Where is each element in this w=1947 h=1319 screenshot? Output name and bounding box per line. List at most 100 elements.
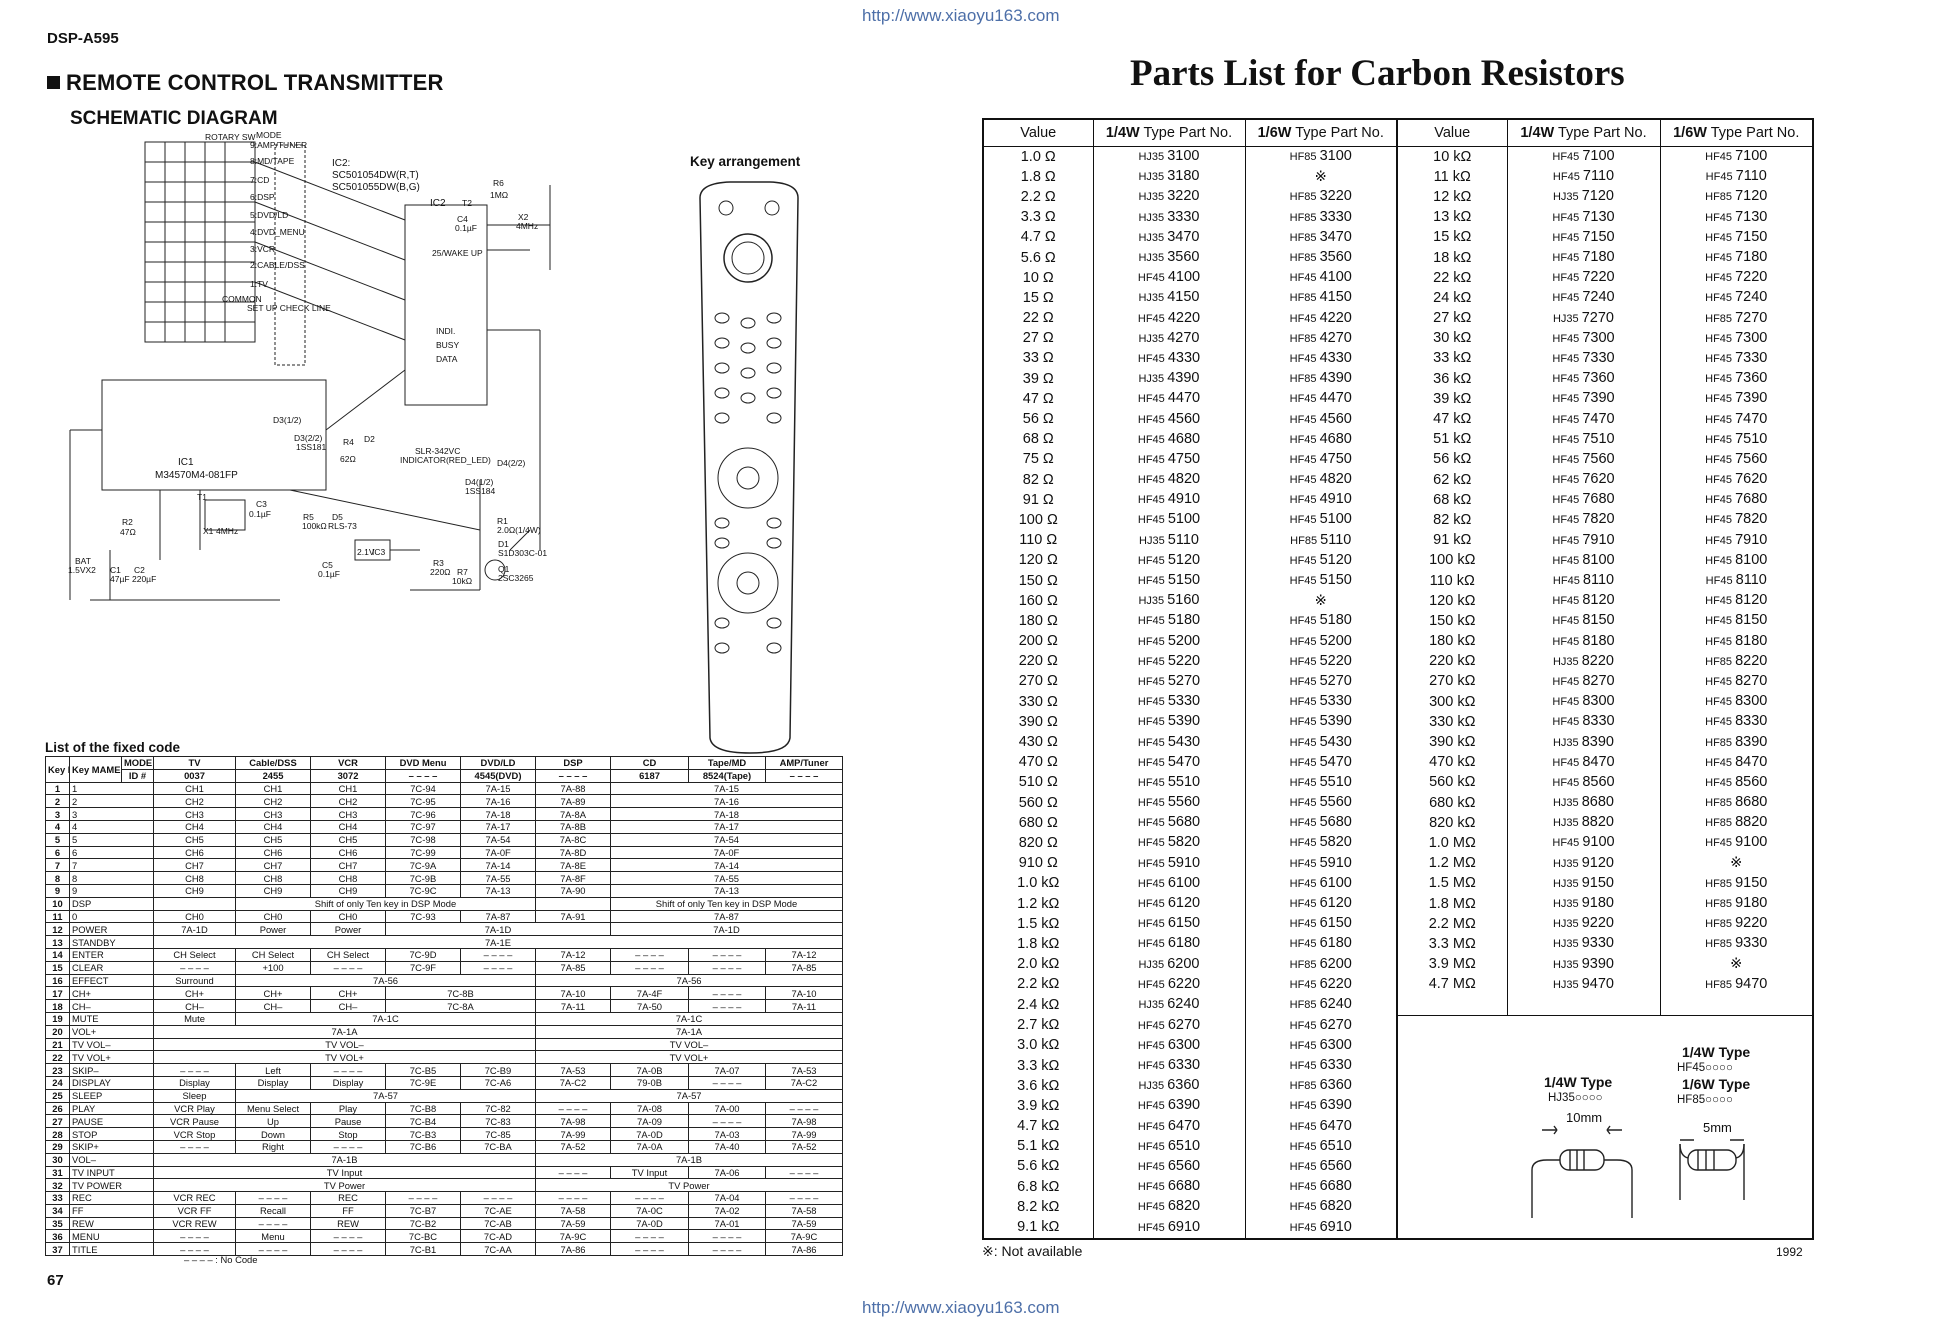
fixed-code-cell: 6 xyxy=(45,845,70,860)
r7-label: R7 xyxy=(457,567,468,577)
ic1-label: IC1 xyxy=(178,457,194,468)
parts-cell xyxy=(1506,994,1661,1016)
fixed-code-cell: 7A-18 xyxy=(610,807,843,821)
parts-cell: 100 Ω xyxy=(982,510,1094,531)
parts-cell: HF45 4330 xyxy=(1244,348,1398,370)
fixed-code-cell: CH– xyxy=(235,999,311,1013)
fixed-code-cell: CH5 xyxy=(235,832,311,847)
fixed-code-cell: – – – – xyxy=(610,960,689,975)
parts-cell: HF45 8110 xyxy=(1659,570,1814,592)
parts-cell: HF45 8180 xyxy=(1659,631,1814,652)
parts-cell: HJ35 9180 xyxy=(1506,893,1661,915)
fixed-code-cell: 7A-98 xyxy=(765,1114,843,1129)
parts-cell: 22 Ω xyxy=(982,308,1094,329)
fixed-code-cell: 22 xyxy=(45,1050,70,1065)
fixed-code-cell: CH4 xyxy=(310,819,386,834)
r1-value: 2.0Ω(1/4W) xyxy=(497,525,541,535)
parts-cell: 5.1 kΩ xyxy=(982,1136,1094,1157)
parts-cell: 100 kΩ xyxy=(1396,550,1508,571)
fixed-code-cell: 1 xyxy=(69,781,154,796)
parts-cell: HJ35 5110 xyxy=(1092,530,1246,551)
parts-cell: 2.0 kΩ xyxy=(982,954,1094,975)
fixed-code-cell: 7C-9F xyxy=(385,960,461,975)
fixed-code-cell: CH7 xyxy=(310,858,386,873)
parts-cell: HF45 8470 xyxy=(1659,752,1814,773)
fixed-code-cell: 2 xyxy=(69,794,154,809)
fixed-code-cell: – – – – xyxy=(310,1242,386,1257)
fixed-code-cell: 26 xyxy=(45,1101,70,1116)
fixed-code-cell: 7C-AB xyxy=(460,1216,536,1231)
fixed-code-cell: 3 xyxy=(45,807,70,821)
parts-cell: 1.0 MΩ xyxy=(1396,833,1508,854)
parts-cell: 3.0 kΩ xyxy=(982,1035,1094,1056)
c3-value: 0.1µF xyxy=(249,509,271,519)
parts-cell: HF45 7560 xyxy=(1506,449,1661,470)
fixed-code-cell: Play xyxy=(310,1101,386,1116)
parts-cell: HF45 5470 xyxy=(1244,752,1398,773)
fixed-code-cell: 9 xyxy=(69,883,154,898)
parts-cell: HF45 7620 xyxy=(1659,470,1814,491)
d3p-label: 1SS181 xyxy=(296,442,327,452)
parts-cell: HF45 7390 xyxy=(1506,389,1661,410)
fixed-code-cell: 7A-1B xyxy=(535,1152,843,1167)
fixed-code-cell: 7A-16 xyxy=(610,794,843,809)
parts-cell: HJ35 6200 xyxy=(1092,954,1246,975)
parts-cell: HF45 7220 xyxy=(1659,268,1814,289)
parts-cell: HF45 6910 xyxy=(1244,1217,1398,1239)
parts-cell: HF45 6180 xyxy=(1244,934,1398,955)
slr-label: SLR-342VC xyxy=(415,446,460,456)
data-label: DATA xyxy=(436,354,458,364)
fixed-code-cell xyxy=(535,896,611,911)
top-url[interactable]: http://www.xiaoyu163.com xyxy=(862,6,1060,25)
parts-cell: 470 Ω xyxy=(982,752,1094,773)
parts-cell: HF45 7470 xyxy=(1659,409,1814,430)
parts-cell: HF45 4220 xyxy=(1244,308,1398,329)
page-number: 67 xyxy=(47,1272,64,1289)
parts-cell: HF85 3100 xyxy=(1244,146,1398,168)
fixed-code-cell: CH0 xyxy=(153,909,236,924)
parts-cell: 18 kΩ xyxy=(1396,247,1508,269)
fixed-code-cell: 7A-14 xyxy=(460,858,536,873)
fixed-code-cell: 19 xyxy=(45,1011,70,1026)
c4-label: C4 xyxy=(457,214,468,224)
r4-label: R4 xyxy=(343,437,354,447)
fixed-code-cell: 7C-B5 xyxy=(385,1063,461,1077)
bottom-url[interactable]: http://www.xiaoyu163.com xyxy=(862,1298,1060,1317)
parts-cell: 56 kΩ xyxy=(1396,449,1508,470)
parts-cell: HF45 5200 xyxy=(1092,631,1246,652)
parts-cell: 91 kΩ xyxy=(1396,530,1508,551)
legend-r-sixth-code: HF85○○○○ xyxy=(1677,1094,1733,1106)
parts-cell: HF45 4910 xyxy=(1244,490,1398,511)
parts-cell: HJ35 9220 xyxy=(1506,914,1661,935)
fixed-code-cell: – – – – xyxy=(153,1063,236,1077)
fixed-code-cell: 7A-85 xyxy=(535,960,611,975)
fixed-code-cell: 17 xyxy=(45,986,70,1001)
fixed-code-cell: 7A-9C xyxy=(765,1229,843,1244)
fixed-code-cell: 18 xyxy=(45,999,70,1013)
parts-cell: HF45 5200 xyxy=(1244,631,1398,652)
parts-cell: HF45 6120 xyxy=(1092,893,1246,915)
parts-cell: ※ xyxy=(1244,167,1398,188)
parts-cell: 3.9 MΩ xyxy=(1396,954,1508,975)
d3a-label: D3(1/2) xyxy=(273,415,302,425)
fixed-code-cell: 7A-57 xyxy=(535,1088,843,1103)
parts-cell: HF45 8270 xyxy=(1659,671,1814,693)
fixed-code-cell: 7C-A6 xyxy=(460,1075,536,1090)
fixed-code-cell: 35 xyxy=(45,1216,70,1231)
fixed-code-cell: 7A-12 xyxy=(535,947,611,962)
